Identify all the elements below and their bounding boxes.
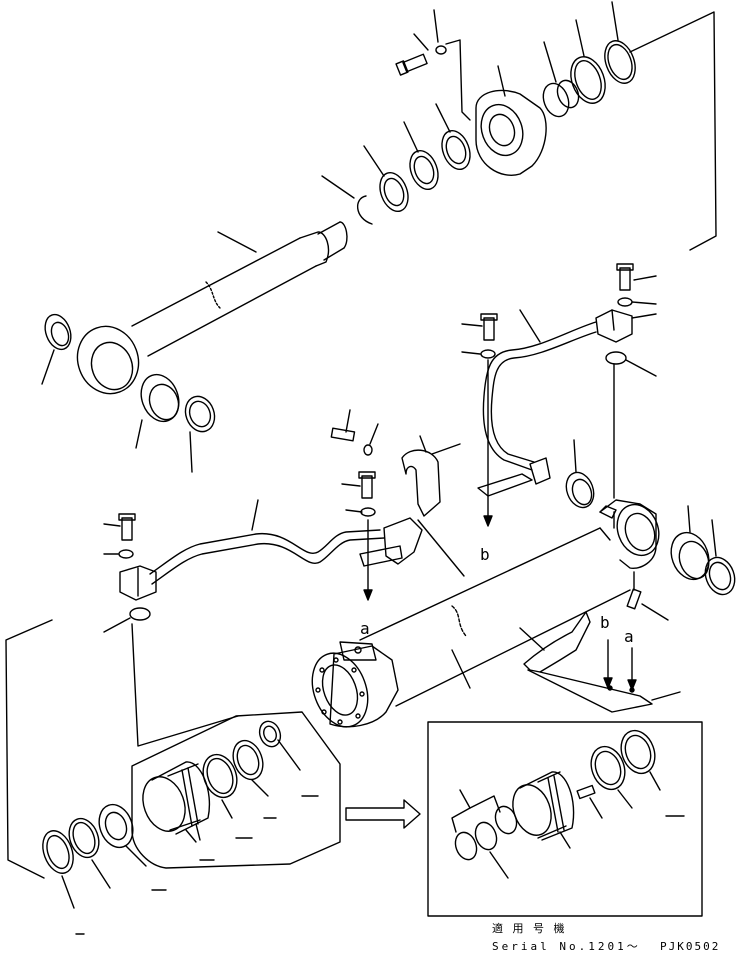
tube-bushing-right [670, 505, 710, 581]
piston-old-wear-ring [232, 739, 269, 797]
cylinder-bottom-cap [311, 641, 399, 728]
left-bolt-vertical [341, 471, 376, 517]
caption-serial: Serial No.1201～ [492, 940, 641, 953]
piston-new-box [427, 721, 703, 917]
cylinder-tube [359, 499, 660, 707]
head-bushing [542, 41, 580, 118]
head-backup-ring [604, 1, 636, 84]
upper-pipe [482, 309, 597, 471]
rod-seal-1 [435, 103, 471, 171]
piston-new-ring-2 [620, 729, 661, 791]
piston-rod [131, 221, 348, 357]
rod-eye-bushing [135, 373, 180, 449]
pipe-left-flange [119, 565, 157, 601]
label-a-lower: a [624, 627, 634, 646]
caption: 適 用 号 機 Serial No.1201～ PJK0502 [492, 921, 720, 953]
rod-seal-2 [403, 121, 439, 191]
piston-new [512, 771, 575, 849]
rod-eye-seal [184, 395, 216, 473]
replacement-arrow [345, 799, 421, 829]
head-bolt [395, 9, 447, 76]
caption-applicable-jp: 適 用 号 機 [492, 921, 568, 935]
snap-ring [321, 175, 373, 225]
center-clamp-band [401, 435, 465, 577]
o-ring-left [103, 607, 151, 633]
lower-seal-2 [68, 817, 111, 889]
left-pipe-assembly [103, 409, 423, 633]
pipe-right-flange [595, 309, 657, 343]
piston-new-ring-1 [590, 745, 633, 809]
drawing-code: PJK0502 [660, 940, 720, 953]
piston-old-group [131, 711, 341, 869]
cylinder-head [475, 65, 547, 176]
lower-nut [98, 803, 147, 867]
pipe-right-bolt [616, 263, 657, 307]
piston-new-pin [576, 784, 603, 819]
head-o-ring [570, 19, 606, 104]
lower-pipe [149, 499, 385, 585]
lower-seal-1 [42, 830, 75, 909]
rod-assembly [41, 1, 717, 473]
rod-eye [76, 325, 140, 395]
right-pipe-assembly: b [461, 263, 657, 564]
left-pipe-clamp [359, 517, 423, 601]
tube-bracket [519, 611, 681, 713]
label-a-upper: a [360, 619, 370, 638]
rod-eye-dust-seal [41, 313, 72, 385]
label-b-upper: b [480, 545, 490, 564]
tube-bottom-bushing [565, 439, 595, 509]
piston-old-ring [202, 753, 238, 819]
grease-fitting [626, 571, 669, 621]
piston-new-o-rings [451, 789, 518, 879]
label-b-lower: b [600, 613, 610, 632]
rod-seal-3 [363, 145, 409, 213]
pipe-left-flange-bolt [103, 513, 136, 559]
piston-old [142, 761, 210, 843]
o-ring-right [605, 351, 657, 499]
pipe-left-bolt [461, 313, 498, 359]
pipe-clamp-upper [477, 359, 551, 527]
tube-dust-seal-right [704, 519, 736, 596]
piston-old-nut [258, 720, 301, 771]
left-bolt-horizontal [330, 409, 379, 456]
